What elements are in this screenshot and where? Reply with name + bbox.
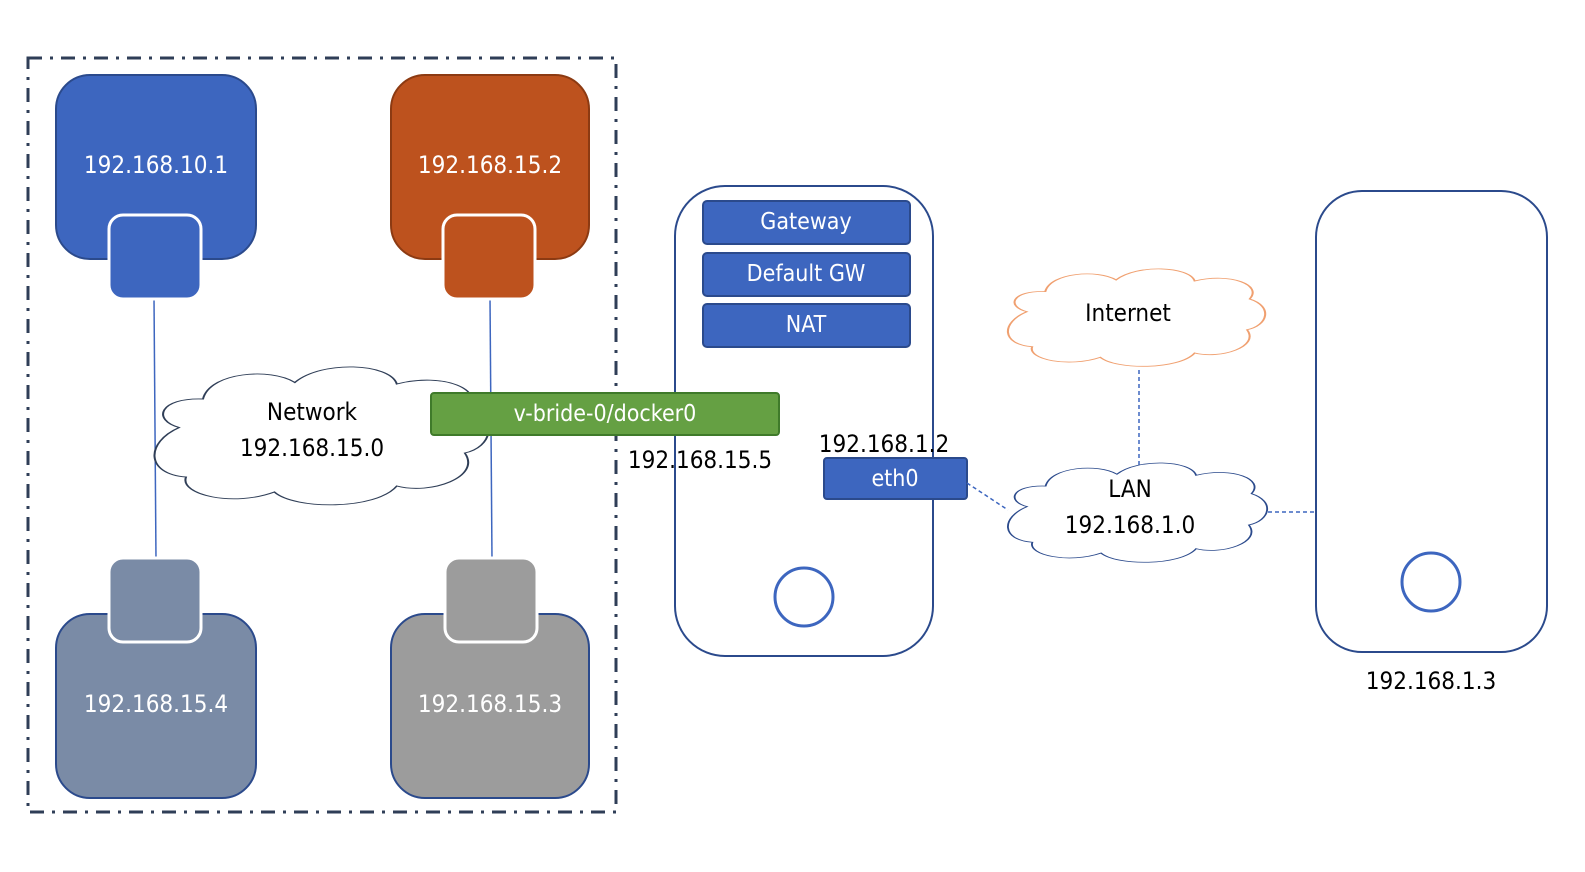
network-cloud-subnet: 192.168.15.0 <box>240 434 384 462</box>
remote-host-ip: 192.168.1.3 <box>1366 667 1496 695</box>
service-label: Gateway <box>760 209 851 235</box>
container-ip: 192.168.15.4 <box>84 690 228 718</box>
container-port <box>441 213 537 301</box>
service-label: NAT <box>786 312 827 338</box>
eth0-ip: 192.168.1.2 <box>819 430 949 458</box>
service-gateway: Gateway <box>702 200 911 245</box>
bridge-docker0: v-bride-0/docker0 <box>430 392 780 436</box>
lan-cloud-subnet: 192.168.1.0 <box>1065 511 1195 539</box>
bridge-ip: 192.168.15.5 <box>628 446 772 474</box>
link-eth0-lan <box>966 482 1009 511</box>
remote-host-device <box>1315 190 1548 653</box>
eth0-interface: eth0 <box>823 457 968 500</box>
service-nat: NAT <box>702 303 911 348</box>
container-port <box>443 556 539 644</box>
service-label: Default GW <box>747 261 866 287</box>
bridge-label: v-bride-0/docker0 <box>514 401 697 427</box>
container-192-168-15-4: 192.168.15.4 <box>55 556 257 799</box>
service-default-gw: Default GW <box>702 252 911 297</box>
container-192-168-10-1: 192.168.10.1 <box>55 74 257 301</box>
container-192-168-15-2: 192.168.15.2 <box>390 74 590 301</box>
link-c1-c3 <box>153 297 157 561</box>
internet-cloud-title: Internet <box>1085 299 1171 327</box>
host-home-button <box>773 566 835 628</box>
container-port <box>107 556 203 644</box>
container-ip: 192.168.15.2 <box>418 151 562 179</box>
container-192-168-15-3: 192.168.15.3 <box>390 556 590 799</box>
container-port <box>107 213 203 301</box>
network-cloud-title: Network <box>267 398 358 426</box>
container-ip: 192.168.10.1 <box>84 151 228 179</box>
lan-cloud-title: LAN <box>1108 475 1152 503</box>
container-ip: 192.168.15.3 <box>418 690 562 718</box>
remote-host-home-button <box>1400 551 1462 613</box>
eth0-label: eth0 <box>871 466 918 492</box>
